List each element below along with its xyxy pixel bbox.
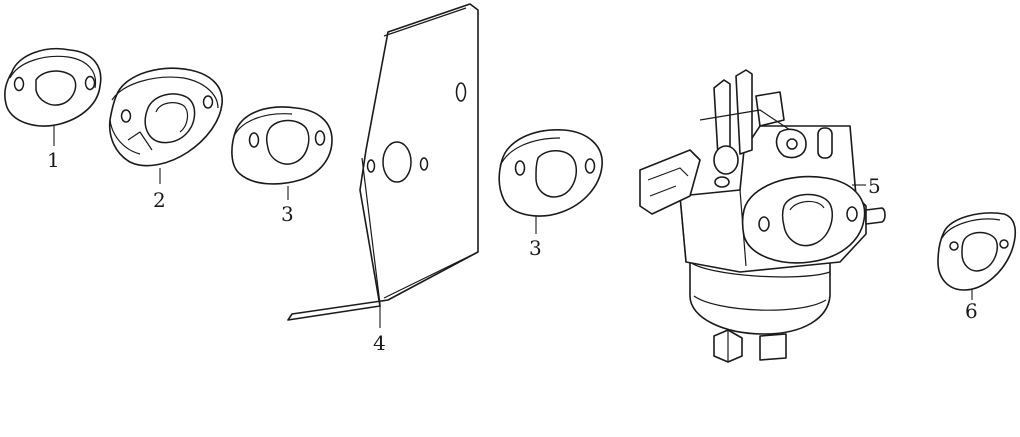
callout-4: 4: [373, 331, 386, 355]
gasket-part-6: [937, 212, 1017, 300]
plate-part-4: [287, 3, 479, 328]
gasket-part-3a: [231, 106, 333, 200]
callout-6: 6: [965, 299, 978, 323]
callout-3b: 3: [529, 236, 542, 260]
gasket-part-1: [4, 48, 102, 146]
gasket-part-3b: [498, 129, 603, 234]
insulator-part-2: [108, 67, 223, 184]
callout-2: 2: [153, 188, 166, 212]
callout-3a: 3: [281, 202, 294, 226]
carburetor-part-5: [639, 69, 886, 363]
callout-5: 5: [868, 174, 881, 198]
callout-1: 1: [47, 148, 60, 172]
